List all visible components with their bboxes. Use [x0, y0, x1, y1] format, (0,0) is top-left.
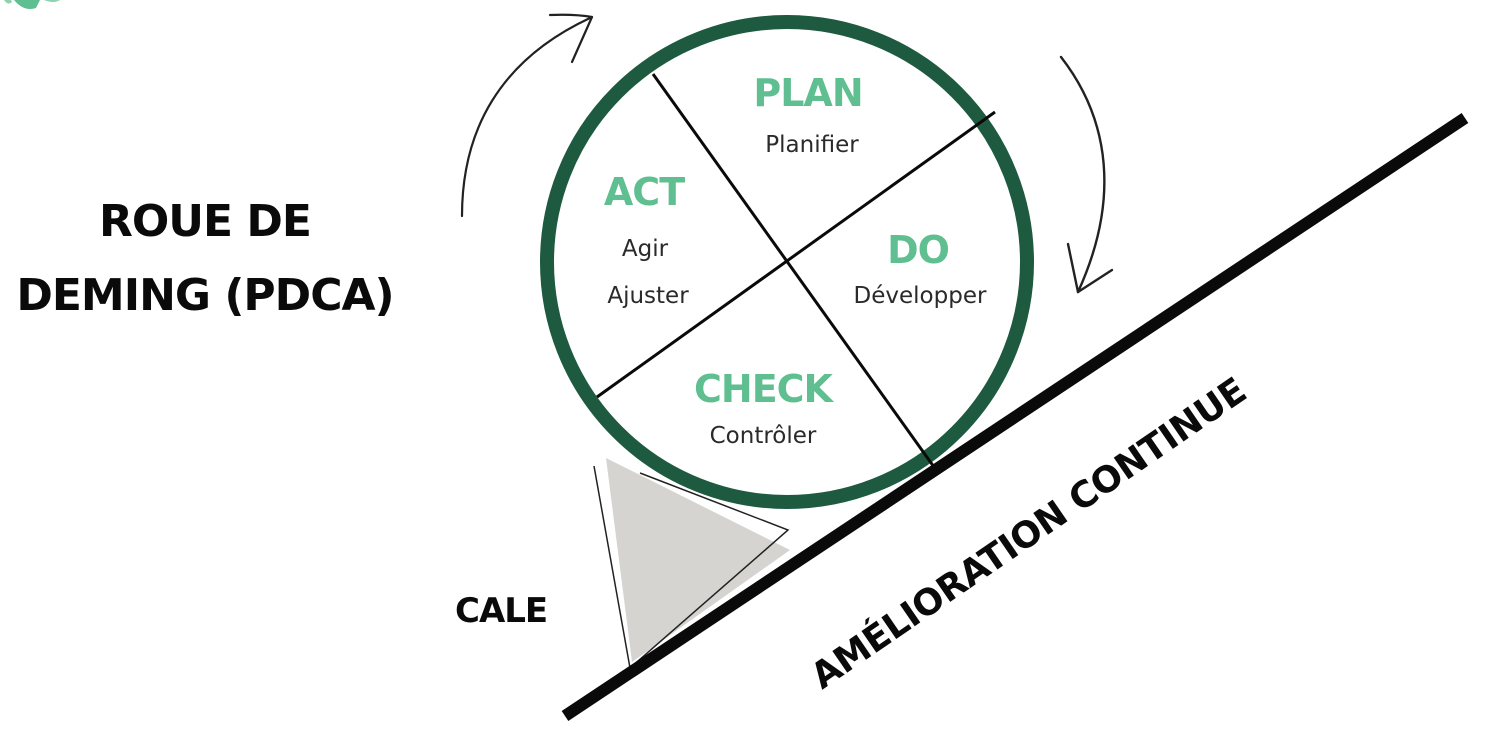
wedge-label: CALE: [455, 591, 547, 631]
pdca-wheel: [540, 15, 1034, 509]
divider-line-1: [651, 73, 936, 468]
phase-plan-desc: Planifier: [765, 132, 859, 158]
slope-line: [561, 113, 1469, 721]
phase-check-desc: Contrôler: [710, 423, 817, 449]
wedge-shape: [593, 458, 790, 670]
arrow-down-icon: [1059, 55, 1114, 294]
diagram-title-line2: DEMING (PDCA): [16, 270, 393, 321]
phase-act-desc-1: Agir: [622, 236, 669, 262]
logo-icon: [4, 0, 60, 9]
phase-plan-label: PLAN: [753, 71, 862, 115]
arrow-up-right-icon: [460, 13, 594, 218]
divider-line-2: [596, 110, 996, 399]
diagram-title-line1: ROUE DE: [99, 196, 311, 247]
phase-act-label: ACT: [604, 170, 685, 214]
phase-do-desc: Développer: [854, 283, 987, 309]
phase-check-label: CHECK: [694, 367, 835, 411]
phase-do-label: DO: [887, 228, 949, 272]
phase-act-desc-2: Ajuster: [607, 283, 689, 309]
